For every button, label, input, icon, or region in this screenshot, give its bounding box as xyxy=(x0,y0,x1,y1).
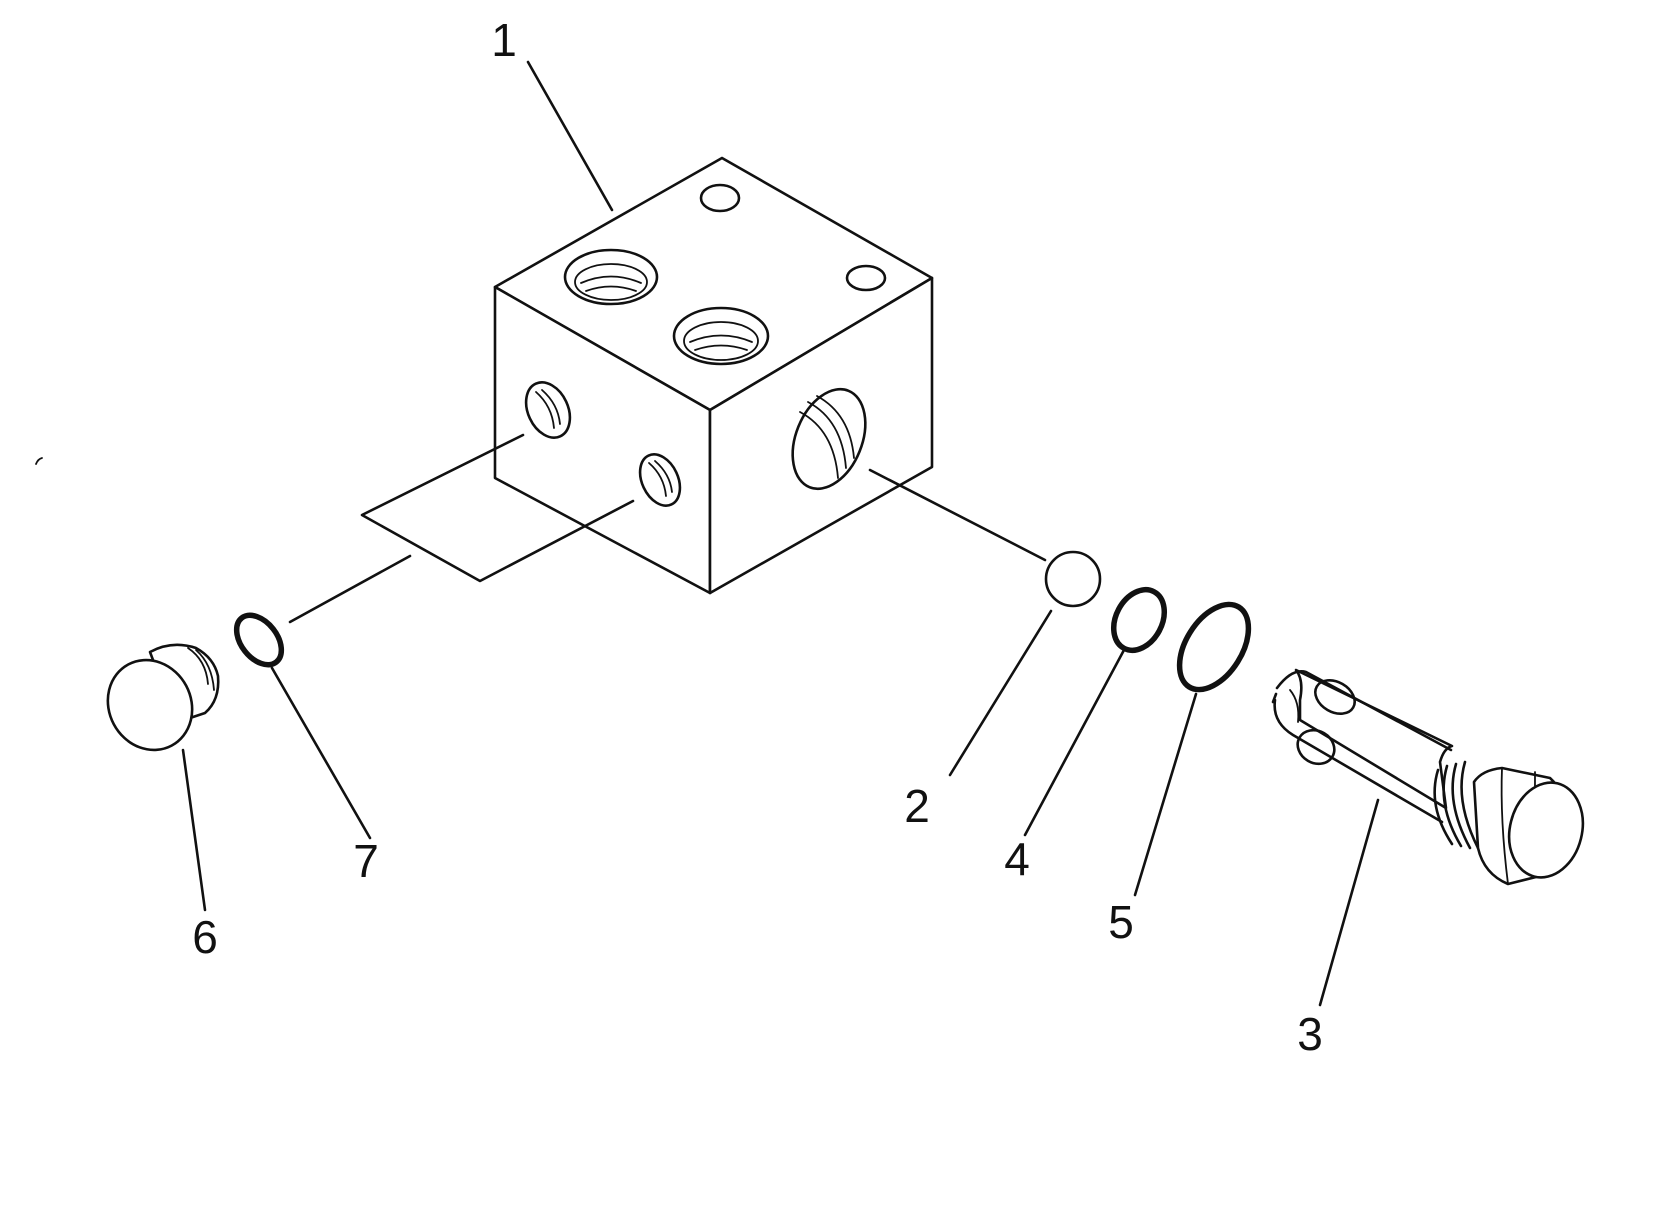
leader-line-4 xyxy=(1023,648,1126,837)
part-number-3: 3 xyxy=(1297,1008,1323,1060)
section-plane xyxy=(360,433,635,583)
left-face-port-upper xyxy=(524,381,572,439)
centerline-right-port xyxy=(868,468,1047,562)
part-number-6: 6 xyxy=(192,911,218,963)
o-ring-large xyxy=(1176,601,1252,693)
cartridge-side-hole-upper xyxy=(1314,678,1356,716)
top-port-large-front xyxy=(672,306,770,366)
scan-speck xyxy=(35,457,43,465)
leader-line-2 xyxy=(948,609,1053,777)
cartridge-valve xyxy=(1271,668,1585,886)
top-port-large-back xyxy=(563,248,659,306)
left-face-port-lower xyxy=(638,453,682,507)
cartridge-side-hole-lower xyxy=(1296,728,1336,766)
part-number-1: 1 xyxy=(491,14,517,66)
top-port-small-right xyxy=(845,264,887,292)
part-number-4: 4 xyxy=(1004,833,1030,885)
leader-line-6 xyxy=(181,748,207,912)
leader-line-3 xyxy=(1318,798,1380,1007)
part-number-5: 5 xyxy=(1108,896,1134,948)
centerline-left-port xyxy=(288,554,412,624)
leader-line-1 xyxy=(526,60,614,212)
plug xyxy=(106,643,220,752)
top-port-small-rear xyxy=(699,183,741,213)
valve-block xyxy=(360,156,934,595)
leader-line-5 xyxy=(1133,692,1198,897)
leader-line-7 xyxy=(270,666,372,840)
right-face-port xyxy=(791,387,867,491)
part-number-7: 7 xyxy=(353,835,379,887)
part-number-2: 2 xyxy=(904,780,930,832)
check-ball xyxy=(1044,550,1102,608)
o-ring-left xyxy=(233,612,285,668)
valve-block-right-face xyxy=(708,276,934,595)
o-ring-small xyxy=(1110,587,1168,653)
